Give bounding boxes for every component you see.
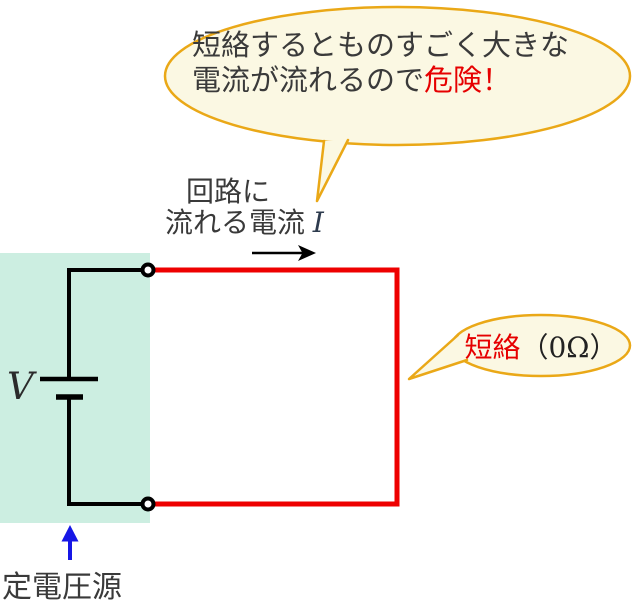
- warning-bubble: [163, 5, 632, 147]
- current-label-line2: 流れる電流 I: [165, 201, 324, 241]
- voltage-symbol: V: [7, 365, 34, 408]
- warning-bubble-tail-icon: [315, 138, 350, 203]
- battery-wire-bottom: [67, 397, 144, 506]
- current-label-prefix: 流れる電流: [165, 207, 313, 238]
- warning-bubble-text: 短絡するとものすごく大きな 電流が流れるので危険！: [192, 29, 569, 99]
- voltage-source-highlight: [0, 253, 150, 523]
- warning-line2: 電流が流れるので危険！: [192, 64, 569, 99]
- pointer-arrow-head-icon: [61, 525, 79, 542]
- battery-wire-top: [67, 268, 144, 379]
- short-circuit-wire: [154, 267, 400, 507]
- current-label-line1: 回路に: [186, 176, 271, 207]
- current-symbol: I: [312, 206, 324, 239]
- danger-text: 危険！: [424, 65, 512, 97]
- terminal-top-icon: [140, 262, 156, 278]
- current-arrow-head-icon: [298, 245, 316, 261]
- short-bubble-text: 短絡（0Ω）: [452, 315, 630, 376]
- short-value: （0Ω）: [520, 330, 618, 364]
- short-bubble-tail-icon: [407, 333, 469, 381]
- source-label: 定電圧源: [2, 571, 122, 604]
- warning-line2-prefix: 電流が流れるので: [192, 65, 425, 97]
- terminal-bottom-icon: [140, 496, 156, 512]
- short-term: 短絡: [464, 331, 521, 363]
- warning-line1: 短絡するとものすごく大きな: [192, 30, 570, 62]
